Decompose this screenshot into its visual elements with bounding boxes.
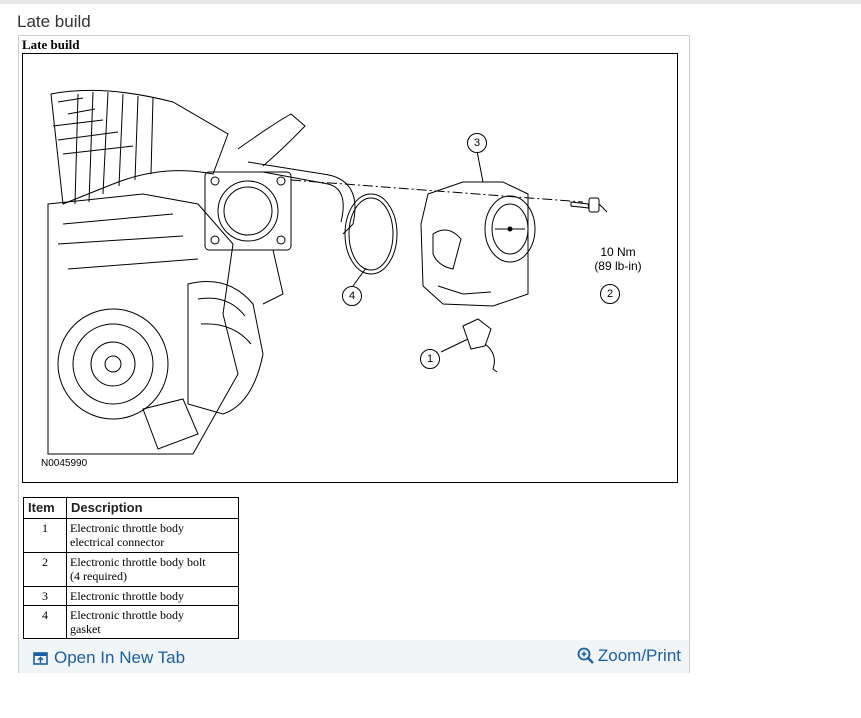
item-number: 2 — [23, 552, 67, 587]
item-number: 3 — [23, 586, 67, 606]
description-line: gasket — [70, 622, 101, 636]
table-row: 2 Electronic throttle body bolt(4 requir… — [23, 552, 239, 587]
column-header-description: Description — [66, 497, 239, 519]
item-description: Electronic throttle body — [66, 586, 239, 606]
open-in-new-tab-link[interactable]: Open In New Tab — [33, 648, 185, 668]
description-line: (4 required) — [70, 569, 127, 583]
open-in-new-tab-icon — [33, 651, 48, 666]
torque-spec: 10 Nm (89 lb-in) — [586, 245, 650, 273]
description-line: electrical connector — [70, 535, 165, 549]
figure-heading: Late build — [22, 37, 80, 52]
item-number: 4 — [23, 605, 67, 639]
description-line: Electronic throttle body — [70, 521, 184, 535]
zoom-print-label: Zoom/Print — [597, 646, 681, 665]
item-number: 1 — [23, 518, 67, 553]
exploded-view-diagram[interactable]: 3 4 1 2 10 Nm (89 lb-in) N0045990 — [22, 53, 678, 483]
zoom-print-link[interactable]: Zoom/Print — [577, 646, 681, 666]
parts-legend-table: Item Description 1 Electronic throttle b… — [23, 497, 239, 639]
table-row: 3 Electronic throttle body — [23, 586, 239, 606]
torque-imperial: (89 lb-in) — [594, 259, 642, 273]
top-divider — [0, 0, 861, 4]
open-in-new-tab-label: Open In New Tab — [54, 648, 186, 667]
magnifier-plus-icon — [577, 647, 595, 665]
callout-4: 4 — [342, 286, 362, 306]
description-line: Electronic throttle body — [70, 608, 184, 622]
description-line: Electronic throttle body bolt — [70, 555, 206, 569]
diagram-card: Late build — [18, 35, 690, 673]
torque-metric: 10 Nm — [600, 245, 636, 259]
image-actions-bar: Open In New Tab Zoom/Print — [19, 640, 689, 673]
table-header-row: Item Description — [23, 497, 239, 519]
page-title: Late build — [17, 12, 91, 31]
callout-1: 1 — [420, 349, 440, 369]
column-header-item: Item — [23, 497, 67, 519]
throttle-body-illustration — [47, 89, 608, 455]
description-line: Electronic throttle body — [70, 589, 184, 603]
callout-3: 3 — [467, 133, 487, 153]
item-description: Electronic throttle body bolt(4 required… — [66, 552, 239, 587]
callout-2: 2 — [600, 284, 620, 304]
figure-code: N0045990 — [41, 458, 88, 469]
